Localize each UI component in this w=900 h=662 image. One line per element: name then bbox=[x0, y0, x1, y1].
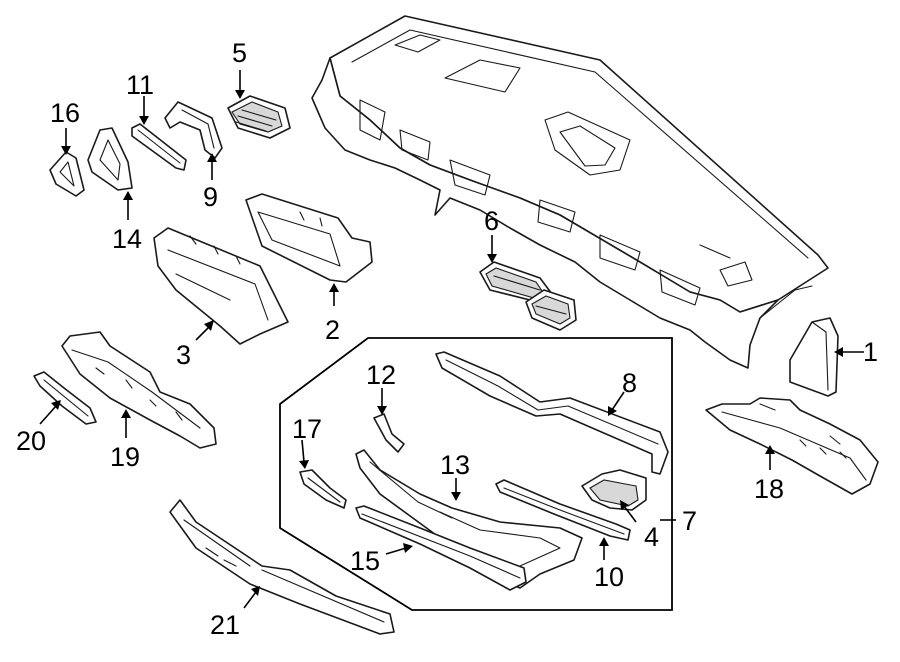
callout-6: 6 bbox=[484, 206, 499, 236]
bezel-16 bbox=[49, 151, 85, 197]
callout-15: 15 bbox=[350, 546, 380, 576]
callout-7: 7 bbox=[682, 506, 697, 536]
callout-4: 4 bbox=[644, 522, 659, 552]
callout-21: 21 bbox=[210, 610, 240, 640]
callout-2: 2 bbox=[325, 315, 340, 345]
callout-14: 14 bbox=[112, 224, 142, 254]
leader-lines bbox=[39, 70, 864, 609]
clip-12 bbox=[373, 413, 405, 453]
vent-6 bbox=[479, 261, 577, 331]
lower-housing-3 bbox=[153, 227, 289, 345]
callout-11: 11 bbox=[126, 70, 154, 100]
vent-4 bbox=[581, 469, 647, 511]
callout-8: 8 bbox=[622, 368, 637, 398]
callout-20: 20 bbox=[16, 426, 46, 456]
bracket-18 bbox=[705, 397, 879, 495]
vent-5 bbox=[227, 95, 291, 139]
trim-15 bbox=[355, 505, 527, 591]
callout-labels: 1 2 3 4 5 6 7 8 9 10 11 12 13 14 15 16 1… bbox=[16, 38, 878, 640]
panel-13 bbox=[355, 449, 583, 589]
trim-8 bbox=[435, 351, 669, 475]
callout-18: 18 bbox=[754, 474, 784, 504]
bracket-20 bbox=[33, 371, 97, 425]
callout-16: 16 bbox=[50, 98, 80, 128]
instrument-panel-main bbox=[311, 15, 829, 369]
callout-5: 5 bbox=[232, 38, 247, 68]
callout-13: 13 bbox=[440, 450, 470, 480]
bezel-14 bbox=[87, 127, 133, 191]
callout-1: 1 bbox=[863, 337, 878, 367]
cluster-housing-2 bbox=[245, 193, 373, 283]
trim-17 bbox=[299, 469, 347, 509]
bracket-9 bbox=[164, 101, 223, 159]
lower-trim-21 bbox=[169, 499, 395, 635]
kit-frame-7 bbox=[279, 337, 673, 611]
callout-3: 3 bbox=[176, 340, 191, 370]
lower-structure-19 bbox=[61, 331, 217, 449]
trim-strip-11 bbox=[131, 123, 187, 171]
callout-10: 10 bbox=[594, 562, 624, 592]
side-end-cover bbox=[789, 317, 839, 397]
callout-12: 12 bbox=[366, 360, 396, 390]
callout-17: 17 bbox=[292, 414, 322, 444]
callout-19: 19 bbox=[110, 442, 140, 472]
callout-9: 9 bbox=[203, 182, 218, 212]
trim-10 bbox=[495, 479, 631, 541]
